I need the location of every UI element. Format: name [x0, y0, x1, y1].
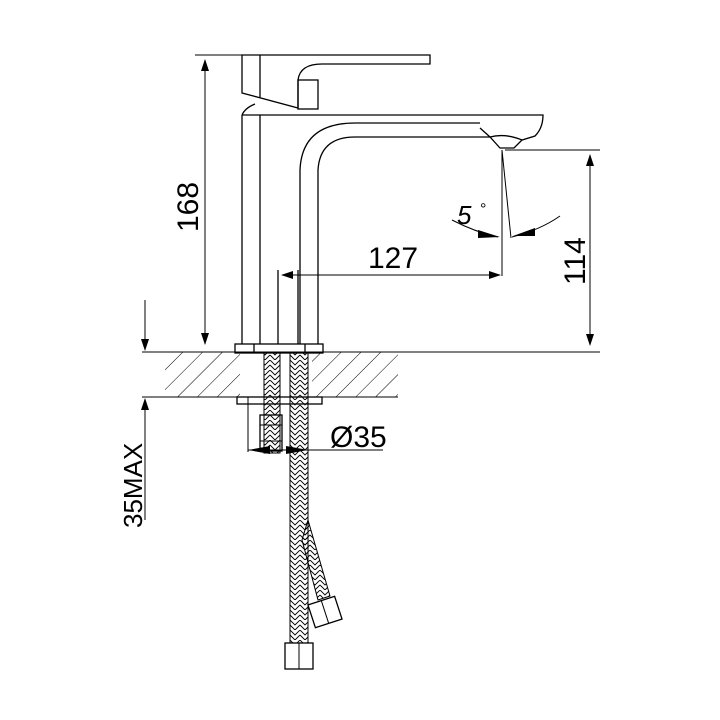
mounting-rod	[259, 352, 283, 454]
dimension-label-114: 114	[559, 237, 592, 285]
dimension-total-height: 168	[172, 54, 242, 345]
dimension-label-168: 168	[172, 182, 205, 232]
countertop	[142, 351, 600, 398]
dimension-spout-angle: 5 °	[451, 149, 561, 239]
supply-hoses	[284, 352, 343, 670]
dimension-label-35max: 35MAX	[118, 443, 148, 528]
dimension-counter-thickness: 35MAX	[118, 300, 149, 528]
dimension-spout-height: 114	[505, 149, 600, 346]
dimension-hole-diameter: Ø35	[247, 397, 387, 454]
dimension-label-127: 127	[368, 242, 418, 275]
dimension-label-diameter: Ø35	[330, 421, 387, 454]
dimension-spout-reach: 127	[281, 150, 503, 279]
degree-symbol: °	[480, 201, 486, 218]
dimension-label-angle: 5	[457, 200, 472, 230]
